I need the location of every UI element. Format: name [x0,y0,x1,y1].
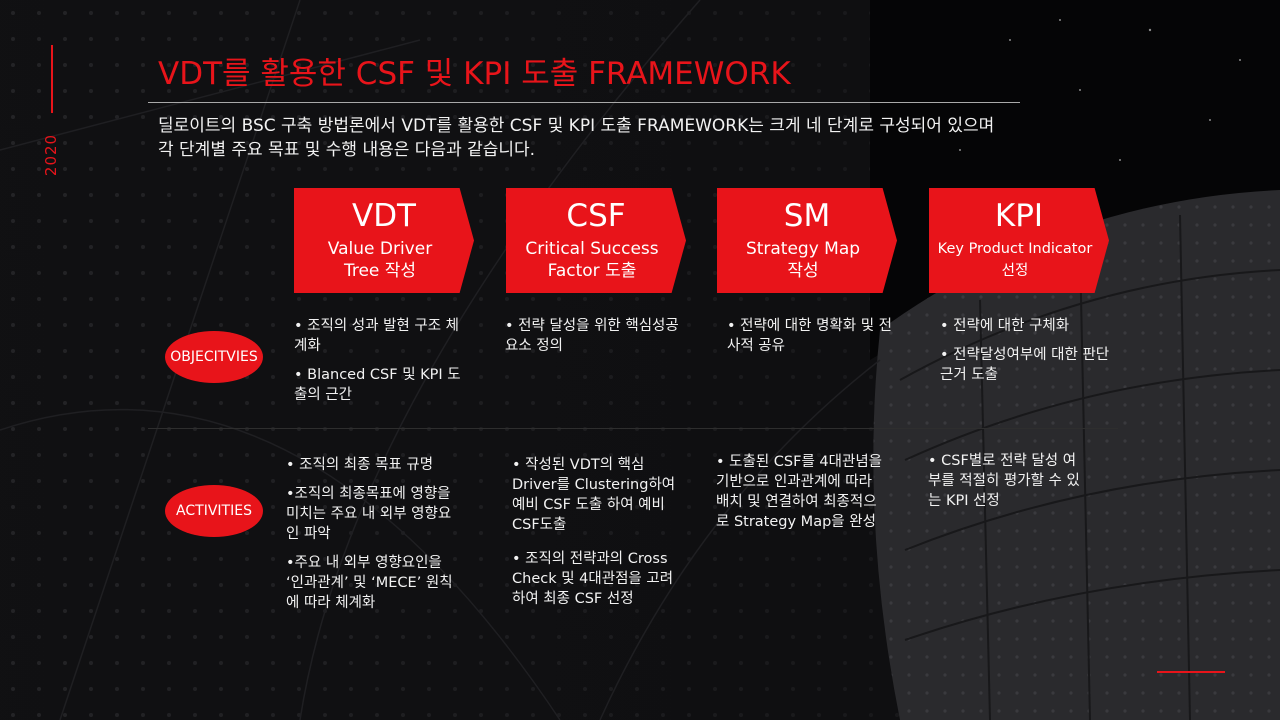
activities-kpi: • CSF별로 전략 달성 여부를 적절히 평가할 수 있는 KPI 선정 [928,451,1088,520]
bullet-item: • 전략 달성을 위한 핵심성공요소 정의 [505,318,679,354]
objectives-kpi: • 전략에 대한 구체화 • 전략달성여부에 대한 판단 근거 도출 [940,316,1115,394]
bullet-item: •조직의 최종목표에 영향을 미치는 주요 내 외부 영향요인 파악 [286,486,452,542]
bullet-item: • 작성된 VDT의 핵심 Driver를 Clustering하여 예비 CS… [512,457,676,533]
row-divider [148,428,1118,429]
step-name-line: Strategy Map [745,239,861,259]
step-name-line: Key Product Indicator [937,241,1093,257]
bullet-item: • 전략에 대한 구체화 [940,318,1070,334]
activities-vdt: • 조직의 최종 목표 규명 •조직의 최종목표에 영향을 미치는 주요 내 외… [286,455,461,622]
objectives-label: OBJECITVIES [165,331,263,383]
bullet-item: • 전략에 대한 명확화 및 전사적 공유 [727,318,892,354]
step-name-line: Factor 도출 [547,261,637,281]
step-csf: CSF Critical Success Factor 도출 [506,188,686,293]
bullet-item: • Blanced CSF 및 KPI 도출의 근간 [294,367,461,403]
objectives-sm: • 전략에 대한 명확화 및 전사적 공유 [727,316,902,365]
intro-line: 각 단계별 주요 목표 및 수행 내용은 다음과 같습니다. [158,140,536,160]
step-name: Critical Success Factor 도출 [506,238,686,282]
step-name-line: Tree 작성 [343,261,417,281]
step-abbr: SM [783,198,831,234]
activities-label: ACTIVITIES [165,485,263,537]
step-abbr: VDT [351,198,416,234]
step-abbr: KPI [994,198,1044,234]
year-label: 2020 [42,133,60,177]
bullet-item: • 도출된 CSF를 4대관념을 기반으로 인과관계에 따라 배치 및 연결하여… [716,454,882,530]
step-name: Strategy Map 작성 [717,238,897,282]
intro-text: 딜로이트의 BSC 구축 방법론에서 VDT를 활용한 CSF 및 KPI 도출… [158,114,1138,162]
title-divider [148,102,1020,103]
step-name-line: 작성 [787,261,819,281]
step-name: Key Product Indicator 선정 [929,238,1109,282]
step-kpi: KPI Key Product Indicator 선정 [929,188,1109,293]
page-title: VDT를 활용한 CSF 및 KPI 도출 FRAMEWORK [158,56,791,92]
step-name-line: Critical Success [525,239,659,259]
bullet-item: •주요 내 외부 영향요인을 ‘인과관계’ 및 ‘MECE’ 원칙에 따라 체계… [286,555,453,611]
activities-sm: • 도출된 CSF를 4대관념을 기반으로 인과관계에 따라 배치 및 연결하여… [716,452,886,541]
bullet-item: • 조직의 성과 발현 구조 체계화 [294,318,459,354]
step-name: Value Driver Tree 작성 [294,238,474,282]
bullet-item: • CSF별로 전략 달성 여부를 적절히 평가할 수 있는 KPI 선정 [928,453,1080,509]
bullet-item: • 조직의 전략과의 Cross Check 및 4대관점을 고려하여 최종 C… [512,551,674,607]
step-sm: SM Strategy Map 작성 [717,188,897,293]
objectives-csf: • 전략 달성을 위한 핵심성공요소 정의 [505,316,680,365]
accent-vertical-line [51,45,53,113]
step-name-line: Value Driver [327,239,433,259]
accent-bottom-line [1157,671,1225,673]
step-name-line: 선정 [1001,263,1029,279]
intro-line: 딜로이트의 BSC 구축 방법론에서 VDT를 활용한 CSF 및 KPI 도출… [158,116,995,136]
bullet-item: • 전략달성여부에 대한 판단 근거 도출 [940,347,1110,383]
objectives-vdt: • 조직의 성과 발현 구조 체계화 • Blanced CSF 및 KPI 도… [294,316,469,414]
step-vdt: VDT Value Driver Tree 작성 [294,188,474,293]
activities-csf: • 작성된 VDT의 핵심 Driver를 Clustering하여 예비 CS… [512,455,677,618]
step-abbr: CSF [566,198,626,234]
bullet-item: • 조직의 최종 목표 규명 [286,457,434,473]
